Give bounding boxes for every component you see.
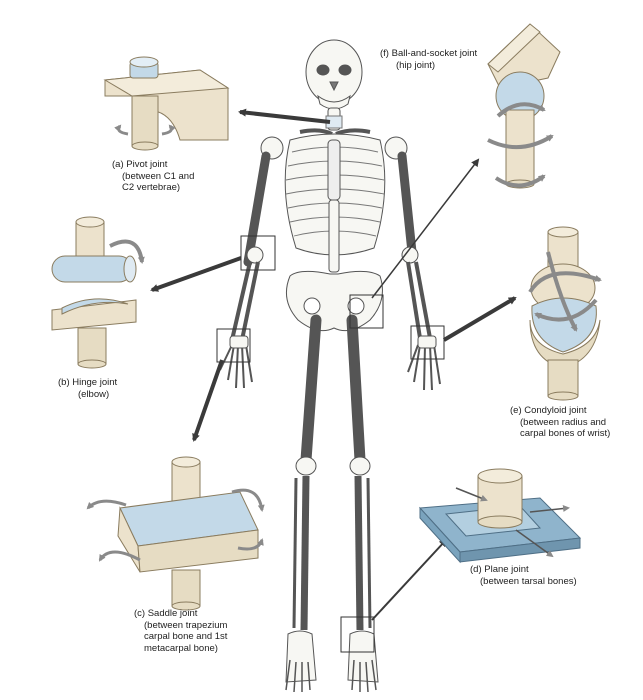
plane-line2: (between tarsal bones) [480, 575, 577, 587]
plane-caption: (d) Plane joint (between tarsal bones) [470, 564, 577, 587]
pivot-joint-model [103, 56, 230, 151]
ball-title: (f) Ball-and-socket joint [380, 48, 478, 59]
region-highlights [216, 235, 445, 653]
saddle-line2: (between trapezium [144, 619, 228, 631]
saddle-joint-model [86, 456, 265, 611]
saddle-caption: (c) Saddle joint (between trapezium carp… [134, 608, 227, 654]
plane-arrow [371, 538, 448, 621]
elbow-box [240, 235, 276, 271]
saddle-line4: metacarpal bone) [144, 642, 218, 654]
ball-arrow [371, 158, 480, 299]
condyloid-arrow [442, 296, 517, 342]
ball-line2: (hip joint) [396, 59, 436, 71]
saddle-line3: carpal bone and 1st [144, 631, 228, 642]
plane-joint-model [418, 468, 582, 564]
saddle-title: (c) Saddle joint [134, 608, 198, 619]
ball-and-socket-joint-model [487, 23, 561, 189]
pivot-caption: (a) Pivot joint (between C1 and C2 verte… [112, 159, 194, 194]
pivot-arrow [238, 108, 331, 124]
condyloid-line2: (between radius and [520, 416, 607, 428]
hip-box [349, 294, 384, 329]
plane-title: (d) Plane joint [470, 564, 529, 575]
hinge-line2: (elbow) [78, 388, 110, 400]
hinge-arrow [150, 256, 242, 292]
hinge-joint-model [51, 216, 145, 369]
condyloid-line3: carpal bones of wrist) [520, 428, 611, 439]
foot-box [340, 616, 375, 653]
ball-caption: (f) Ball-and-socket joint (hip joint) [380, 48, 477, 71]
pelvis [285, 270, 383, 332]
pointer-arrows [150, 108, 517, 621]
condyloid-joint-model [528, 226, 602, 401]
hinge-title: (b) Hinge joint [58, 377, 118, 388]
wrist-box-left [216, 328, 251, 363]
skeleton [219, 39, 441, 693]
pivot-line2: (between C1 and [122, 170, 195, 182]
pivot-title: (a) Pivot joint [112, 159, 168, 170]
wrist-box-right [410, 325, 445, 360]
condyloid-caption: (e) Condyloid joint (between radius and … [510, 405, 610, 440]
pivot-line3: C2 vertebrae) [122, 182, 181, 193]
skull [305, 39, 363, 105]
hinge-caption: (b) Hinge joint (elbow) [58, 377, 117, 400]
saddle-arrow [192, 359, 224, 442]
condyloid-title: (e) Condyloid joint [510, 405, 587, 416]
